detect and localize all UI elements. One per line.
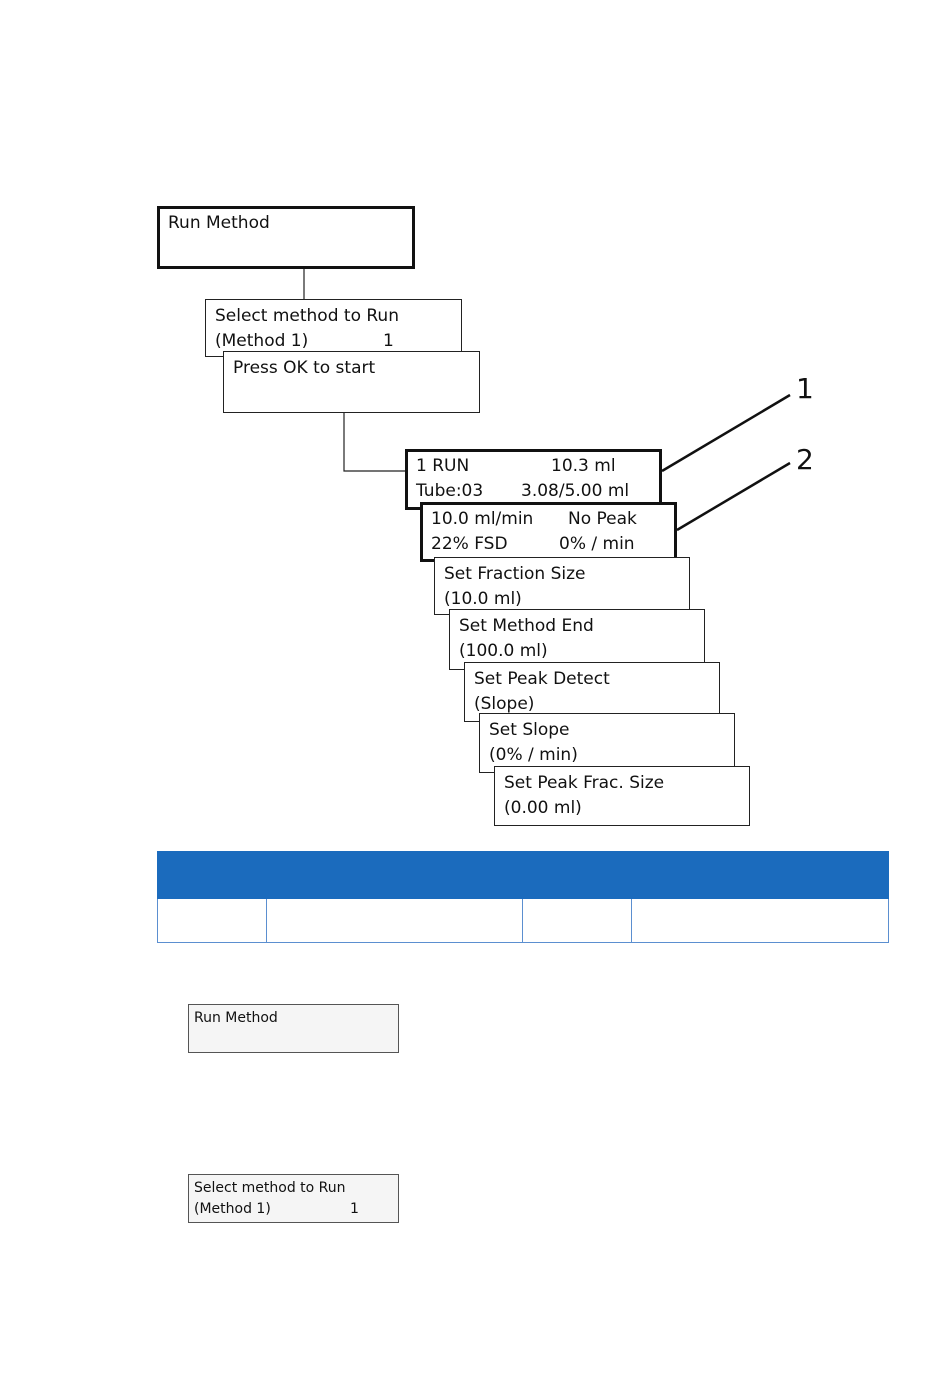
- set-peak-detect-title: Set Peak Detect: [474, 669, 610, 689]
- instructions-table: [157, 851, 889, 943]
- set-peak-detect-value: (Slope): [474, 694, 535, 714]
- set-fraction-size-value: (10.0 ml): [444, 589, 522, 609]
- select-method-display-number: 1: [350, 1201, 359, 1217]
- tube-volume: 3.08/5.00 ml: [521, 481, 630, 501]
- set-slope-value: (0% / min): [489, 745, 578, 765]
- callout-2: 2: [796, 443, 814, 476]
- callout-leader-1: [661, 393, 791, 473]
- set-fraction-size-title: Set Fraction Size: [444, 564, 586, 584]
- set-peak-frac-size-title: Set Peak Frac. Size: [504, 773, 665, 793]
- connector-pressok-to-run: [343, 412, 407, 472]
- press-ok-screen: Press OK to start: [223, 351, 480, 413]
- tube-number: Tube:03: [416, 481, 484, 501]
- run-method-screen: Run Method: [157, 206, 415, 269]
- select-method-display-title: Select method to Run: [194, 1180, 346, 1196]
- set-peak-frac-size-value: (0.00 ml): [504, 798, 582, 818]
- table-header-cell: [157, 851, 267, 899]
- table-row: [157, 898, 889, 943]
- table-header-cell: [631, 851, 889, 899]
- set-fraction-size-screen: Set Fraction Size (10.0 ml): [434, 557, 690, 615]
- callout-1: 1: [796, 372, 814, 405]
- callout-leader-2: [676, 461, 791, 532]
- run-method-display: Run Method: [188, 1004, 399, 1053]
- set-method-end-title: Set Method End: [459, 616, 594, 636]
- press-ok-text: Press OK to start: [233, 358, 376, 378]
- run-method-display-text: Run Method: [194, 1010, 278, 1026]
- set-method-end-screen: Set Method End (100.0 ml): [449, 609, 705, 670]
- set-slope-title: Set Slope: [489, 720, 570, 740]
- set-peak-frac-size-screen: Set Peak Frac. Size (0.00 ml): [494, 766, 750, 826]
- table-header-row: [157, 851, 889, 899]
- select-method-display: Select method to Run (Method 1) 1: [188, 1174, 399, 1223]
- flow-rate: 10.0 ml/min: [431, 509, 534, 529]
- table-header-cell: [522, 851, 632, 899]
- select-method-title: Select method to Run: [215, 306, 399, 326]
- select-method-screen: Select method to Run (Method 1) 1: [205, 299, 462, 357]
- table-cell: [266, 898, 523, 943]
- flow-status-screen: 10.0 ml/min No Peak 22% FSD 0% / min: [420, 502, 677, 562]
- run-status-screen: 1 RUN 10.3 ml Tube:03 3.08/5.00 ml: [405, 449, 662, 510]
- set-peak-detect-screen: Set Peak Detect (Slope): [464, 662, 720, 722]
- table-cell: [157, 898, 267, 943]
- set-method-end-value: (100.0 ml): [459, 641, 548, 661]
- peak-status: No Peak: [568, 509, 637, 529]
- fsd-value: 22% FSD: [431, 534, 508, 554]
- slope-value: 0% / min: [559, 534, 635, 554]
- table-cell: [522, 898, 632, 943]
- set-slope-screen: Set Slope (0% / min): [479, 713, 735, 773]
- run-volume: 10.3 ml: [551, 456, 616, 476]
- table-header-cell: [266, 851, 523, 899]
- select-method-number: 1: [383, 331, 394, 351]
- run-method-title: Run Method: [168, 213, 270, 233]
- select-method-display-name: (Method 1): [194, 1201, 271, 1217]
- select-method-name: (Method 1): [215, 331, 309, 351]
- table-cell: [631, 898, 889, 943]
- run-label: 1 RUN: [416, 456, 470, 476]
